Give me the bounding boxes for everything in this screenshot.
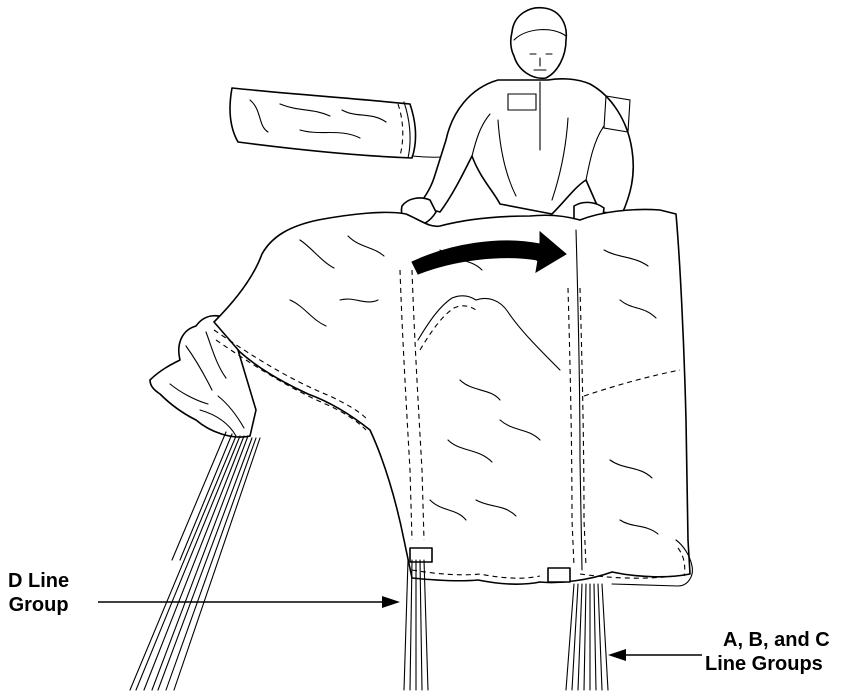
d-line-group-leader bbox=[98, 596, 400, 608]
d-line-group-label-line1: D Line bbox=[8, 569, 69, 593]
packer-figure bbox=[401, 8, 633, 229]
deployment-bag bbox=[230, 88, 470, 158]
d-line-group-lines bbox=[404, 560, 428, 690]
abc-line-groups-label-line1: A, B, and C bbox=[705, 628, 830, 652]
d-line-group-label: D Line Group bbox=[8, 569, 69, 617]
left-suspension-lines bbox=[130, 432, 260, 690]
d-line-group-label-line2: Group bbox=[8, 593, 69, 617]
abc-line-group-lines bbox=[566, 584, 608, 690]
abc-line-groups-leader bbox=[608, 649, 702, 661]
abc-line-groups-label: A, B, and C Line Groups bbox=[705, 628, 830, 676]
abc-line-groups-label-line2: Line Groups bbox=[705, 652, 830, 676]
